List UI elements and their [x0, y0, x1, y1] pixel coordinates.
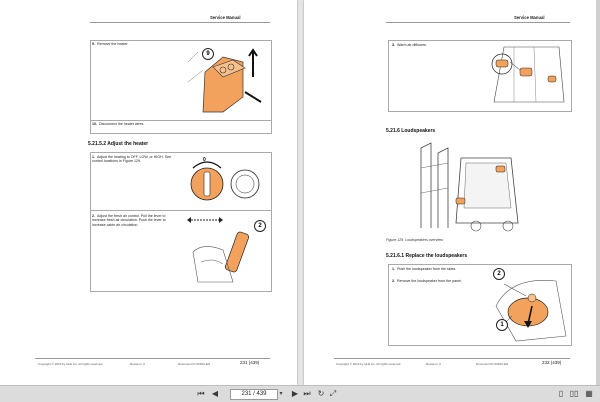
- single-page-icon[interactable]: ▯: [558, 389, 564, 398]
- step-box: [90, 120, 272, 134]
- step-text: 1.Push the loudspeaker from the sides.: [392, 267, 484, 271]
- page-number-input[interactable]: 231 / 439: [230, 389, 278, 400]
- next-page-icon[interactable]: ▶: [291, 389, 299, 398]
- footer-copyright: Copyright © 2023 by HLE Co. All rights r…: [336, 362, 402, 366]
- step-number: 3.: [392, 43, 395, 47]
- loudspeakers-overview-illustration: [420, 142, 519, 232]
- step-text: 10.Disconnect the heater wires.: [92, 122, 144, 126]
- step-label: Adjust the heating to OFF, LOW, or HIGH.…: [92, 155, 172, 164]
- header-rule: [90, 22, 270, 23]
- air-diffuser-illustration: [491, 46, 565, 103]
- section-title: 5.21.5.2 Adjust the heater: [88, 141, 149, 147]
- vertical-scrollbar[interactable]: [596, 0, 600, 385]
- step-label: Adjust the fresh air control. Pull the l…: [92, 214, 166, 227]
- footer-document: Document ID 6220X-EN: [178, 362, 211, 366]
- step-number: 1.: [392, 267, 395, 271]
- step-label: Disconnect the heater wires.: [99, 122, 145, 126]
- step-number: 10.: [92, 122, 97, 126]
- rotate-icon[interactable]: ↻: [317, 389, 325, 398]
- prev-page-icon[interactable]: ◀: [211, 389, 219, 398]
- step-text: 9.Remove the heater.: [92, 42, 172, 46]
- footer-revision: Revision: 0: [130, 362, 145, 366]
- callout-0: 0: [203, 157, 206, 163]
- header-rule: [386, 22, 570, 23]
- section-title: 5.21.6 Loudspeakers: [386, 128, 436, 134]
- page-232: Service Manual 3.Warm air diffusers. 5.2…: [304, 0, 600, 385]
- step-number: 2.: [92, 214, 95, 218]
- loudspeaker-removal-illustration: [495, 280, 567, 342]
- footer-page-number: 232 (439): [542, 360, 562, 365]
- step-box: [388, 40, 572, 112]
- page-231: Service Manual 9.Remove the heater. 9 10…: [0, 0, 297, 385]
- fresh-air-lever-illustration: [187, 217, 249, 283]
- last-page-icon[interactable]: ⏭: [303, 389, 311, 398]
- step-number: 1.: [92, 155, 95, 159]
- step-label: Remove the loudspeaker from the panel.: [397, 279, 462, 283]
- step-text: 3.Warm air diffusers.: [392, 43, 427, 47]
- callout-2: 2: [254, 220, 266, 232]
- footer-page-number: 231 (439): [240, 360, 260, 365]
- step-label: Warm air diffusers.: [397, 43, 427, 47]
- fit-icon[interactable]: ⤢: [329, 389, 337, 398]
- step-text: 1.Adjust the heating to OFF, LOW, or HIG…: [92, 155, 180, 164]
- callout-9: 9: [202, 48, 214, 60]
- callout-2: 2: [493, 268, 505, 280]
- page-header: Service Manual: [514, 15, 545, 20]
- footer-revision: Revision: 0: [426, 362, 441, 366]
- heater-illustration: [187, 48, 262, 113]
- two-page-icon[interactable]: ▯▯: [569, 389, 579, 398]
- footer-rule: [334, 358, 570, 359]
- step-text: 2.Adjust the fresh air control. Pull the…: [92, 214, 178, 227]
- page-header: Service Manual: [210, 15, 241, 20]
- section-title: 5.21.6.1 Replace the loudspeakers: [386, 253, 468, 259]
- document-viewer: Service Manual 9.Remove the heater. 9 10…: [0, 0, 600, 385]
- step-number: 9.: [92, 42, 95, 46]
- step-number: 2.: [392, 279, 395, 283]
- footer-copyright: Copyright © 2023 by HLE Co. All rights r…: [38, 362, 104, 366]
- step-label: Remove the heater.: [97, 42, 129, 46]
- step-label: Push the loudspeaker from the sides.: [397, 267, 457, 271]
- callout-1: 1: [496, 319, 508, 331]
- first-page-icon[interactable]: ⏮: [197, 389, 205, 398]
- footer-document: Document ID 6220X-EN: [476, 362, 509, 366]
- viewer-toolbar: ⏮ ◀ 231 / 439 ▾ ▶ ⏭ ↻ ⤢ ▯ ▯▯ ▦: [0, 385, 600, 402]
- footer-rule: [35, 358, 270, 359]
- chevron-down-icon[interactable]: ▾: [279, 391, 283, 397]
- heating-knob-illustration: [190, 161, 260, 201]
- step-text: 2.Remove the loudspeaker from the panel.: [392, 279, 484, 283]
- thumbnail-icon[interactable]: ▦: [585, 389, 593, 398]
- figure-caption: Figure 129. Loudspeakers overview: [386, 238, 443, 242]
